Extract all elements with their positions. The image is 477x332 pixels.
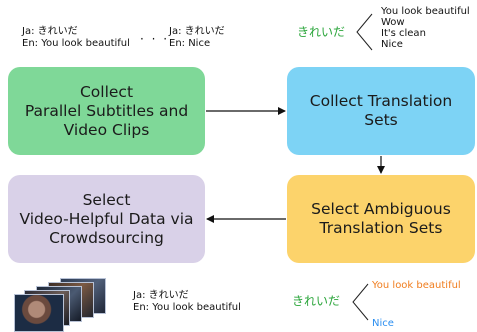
translation-item: Wow [381,17,405,28]
sample-en-right: En: Nice [169,38,211,49]
sample-pair-bottom: Ja: きれいだ En: You look beautiful [133,290,241,314]
ambiguous-set-source: きれいだ [292,294,341,308]
video-clip-thumbnail [14,294,64,332]
translation-item: It's clean [381,28,426,39]
translation-set-list: You look beautiful Wow It's clean Nice [381,6,470,50]
box-collect-parallel-subtitles: Collect Parallel Subtitles and Video Cli… [8,67,205,155]
sample-pair-left: Ja: きれいだ En: You look beautiful [22,26,130,50]
translation-item: Nice [381,39,403,50]
sample-pair-right: Ja: きれいだ En: Nice [169,26,225,50]
ambiguous-set-brace [352,283,369,321]
ambiguous-translation-beautiful: You look beautiful [372,280,461,291]
translation-set-source: きれいだ [297,25,346,39]
sample-en-bottom: En: You look beautiful [133,302,241,313]
video-clips [14,274,124,332]
sample-ja-bottom: Ja: きれいだ [133,290,189,301]
sample-ja-left: Ja: きれいだ [22,26,78,37]
translation-set-brace [356,13,373,51]
box-select-video-helpful-data: Select Video-Helpful Data via Crowdsourc… [8,175,205,263]
ellipsis: · · · [140,32,170,46]
ambiguous-translation-nice: Nice [372,318,394,329]
box-collect-translation-sets: Collect Translation Sets [287,67,475,155]
box-select-ambiguous-translation-sets: Select Ambiguous Translation Sets [287,175,475,263]
sample-ja-right: Ja: きれいだ [169,26,225,37]
sample-en-left: En: You look beautiful [22,38,130,49]
translation-item: You look beautiful [381,6,470,17]
